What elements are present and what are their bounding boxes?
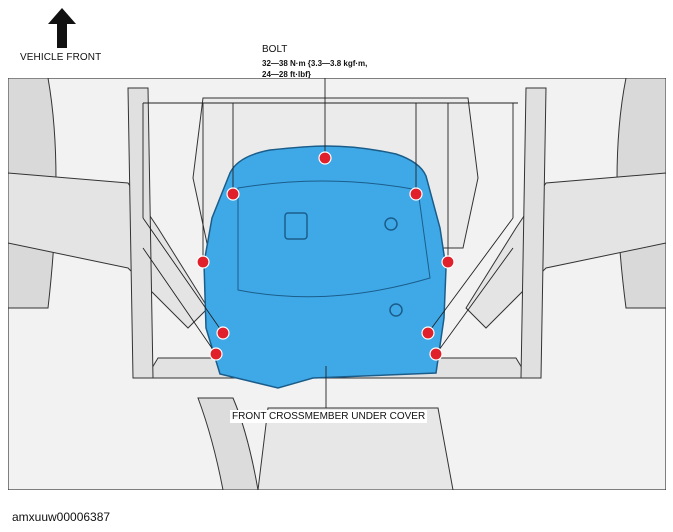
image-code: amxuuw00006387 — [12, 510, 111, 524]
bolt-marker — [421, 326, 435, 340]
bolt-torque-line-2: 24—28 ft·lbf} — [262, 70, 311, 79]
crossmember-under-cover — [203, 145, 447, 389]
bolt-marker — [209, 347, 223, 361]
bolt-label: BOLT — [262, 44, 288, 55]
bolt-torque-spec: 32—38 N·m {3.3—3.8 kgf·m, 24—28 ft·lbf} — [262, 58, 367, 80]
bolt-marker — [196, 255, 210, 269]
bolt-marker — [318, 151, 332, 165]
bolt-marker — [441, 255, 455, 269]
bolt-torque-line-1: 32—38 N·m {3.3—3.8 kgf·m, — [262, 59, 368, 68]
vehicle-front-label: VEHICLE FRONT — [20, 52, 102, 63]
undercarriage-illustration — [8, 78, 666, 490]
bolt-marker — [429, 347, 443, 361]
bolt-marker — [216, 326, 230, 340]
arrow-up-icon — [48, 8, 76, 48]
bolt-marker — [409, 187, 423, 201]
bolt-marker — [226, 187, 240, 201]
under-cover-label: FRONT CROSSMEMBER UNDER COVER — [230, 410, 428, 423]
